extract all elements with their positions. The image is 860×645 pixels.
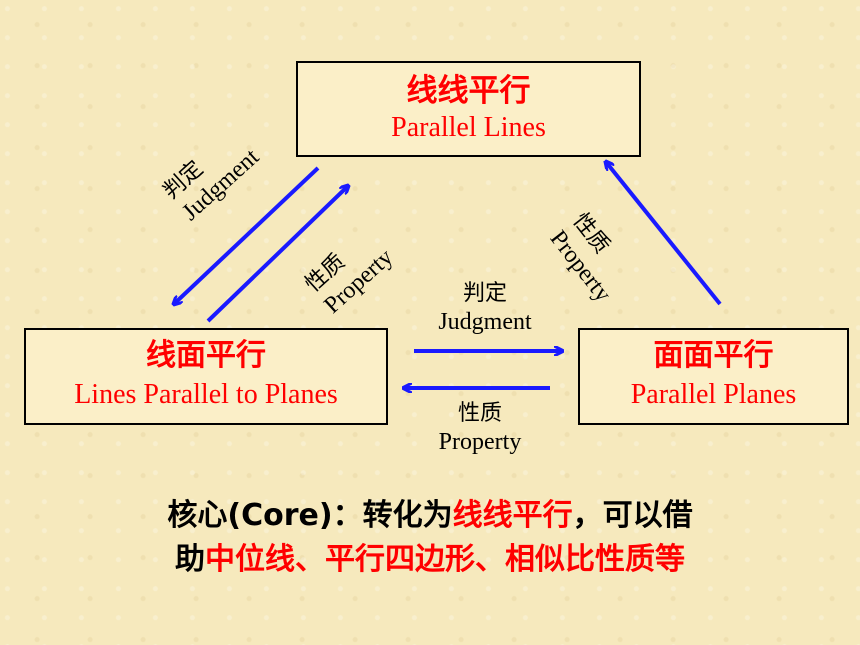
box-right-en: Parallel Planes	[630, 379, 797, 410]
arrow-property-right-to-top	[606, 162, 722, 306]
core-line-1: 核心(Core)：转化为线线平行，可以借	[0, 494, 860, 538]
core-line2-start: 助	[175, 542, 205, 577]
core-lead: 核心(Core)：转化为	[167, 498, 453, 533]
arrow-property-left-to-top	[206, 186, 348, 323]
label-middle-judgment: 判定 Judgment	[420, 280, 550, 336]
box-right-cn: 面面平行	[653, 338, 774, 373]
core-summary: 核心(Core)：转化为线线平行，可以借 助中位线、平行四边形、相似比性质等	[0, 494, 860, 582]
box-lines-parallel-to-planes: 线面平行 Lines Parallel to Planes	[24, 328, 388, 425]
box-top-en: Parallel Lines	[391, 112, 546, 143]
core-lead-highlight: 线线平行	[452, 498, 573, 533]
box-left-en: Lines Parallel to Planes	[74, 379, 338, 410]
label-middle-judgment-en: Judgment	[438, 309, 532, 335]
core-mid: ，可以借	[572, 498, 693, 533]
label-middle-property-en: Property	[438, 429, 522, 455]
box-parallel-planes: 面面平行 Parallel Planes	[578, 328, 849, 425]
core-line-2: 助中位线、平行四边形、相似比性质等	[0, 538, 860, 582]
core-line2-highlight: 中位线、平行四边形、相似比性质等	[205, 542, 685, 577]
arrow-judgment-top-to-left	[174, 166, 320, 304]
box-left-cn: 线面平行	[146, 338, 266, 373]
label-middle-property: 性质 Property	[420, 400, 540, 456]
label-middle-judgment-cn: 判定	[462, 281, 507, 306]
label-middle-property-cn: 性质	[457, 401, 502, 426]
box-top-cn: 线线平行	[406, 73, 531, 109]
box-parallel-lines: 线线平行 Parallel Lines	[296, 61, 641, 157]
